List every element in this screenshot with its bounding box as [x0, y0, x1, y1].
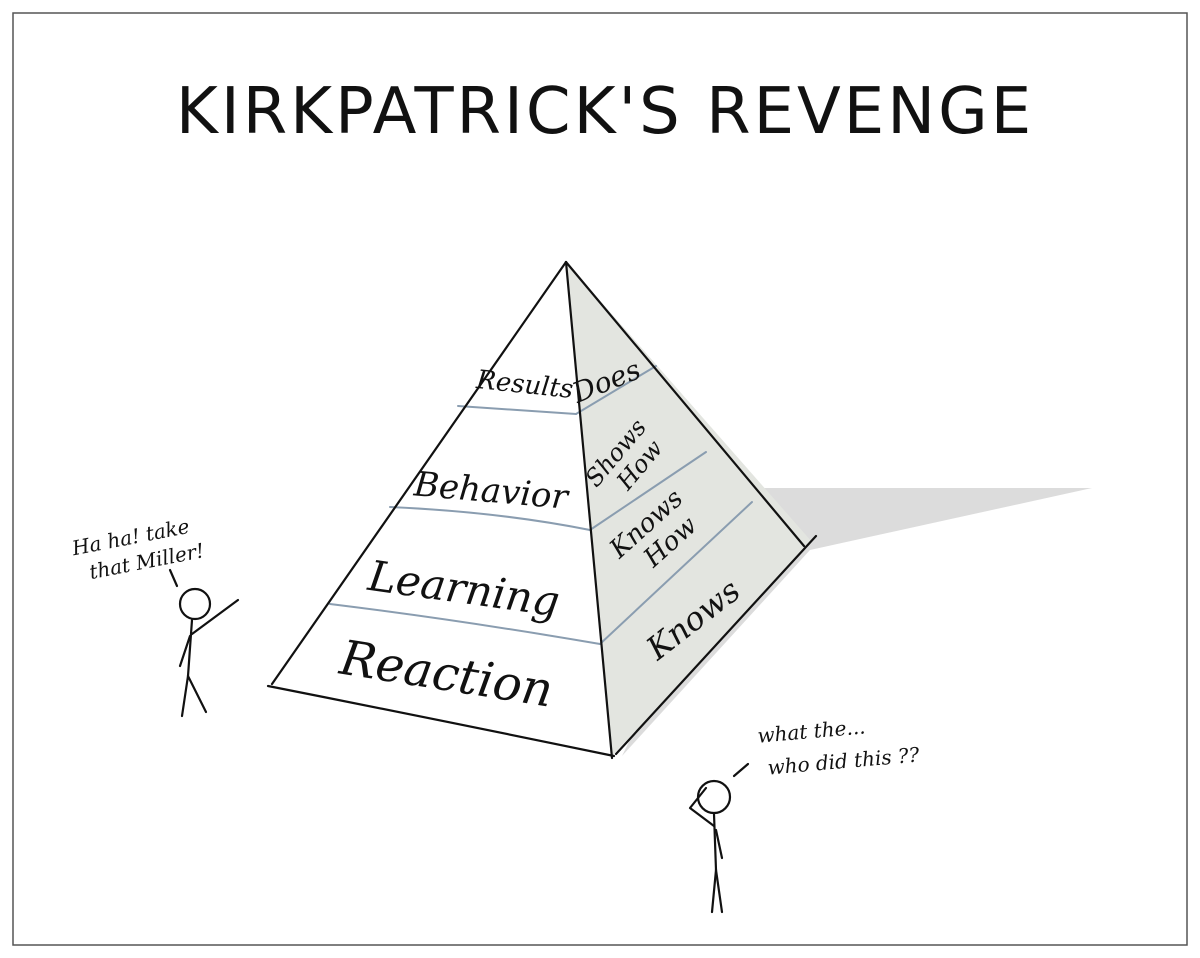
right-figure-leg-left — [710, 868, 718, 914]
left-figure-leg-left — [180, 674, 190, 718]
right-figure-leg-right — [714, 868, 724, 914]
side-divider-3 — [599, 501, 753, 645]
pyramid-base-side — [614, 534, 818, 756]
side-divider-1 — [575, 365, 657, 415]
pyramid-side-face — [566, 262, 812, 756]
side-divider-2 — [589, 451, 707, 531]
right-speech-tick — [732, 762, 750, 778]
stick-figure-left — [168, 568, 240, 718]
left-figure-arm-left — [178, 634, 192, 668]
left-speech-tick — [168, 568, 179, 588]
left-figure-leg-right — [186, 674, 208, 714]
right-figure-body — [712, 812, 718, 872]
left-figure-arm-right — [190, 598, 240, 636]
comic-title: KIRKPATRICK'S REVENGE — [176, 75, 1034, 149]
front-divider-3 — [329, 603, 601, 645]
front-divider-2 — [389, 506, 591, 531]
front-divider-1 — [457, 405, 577, 415]
stick-figure-right — [688, 762, 750, 914]
pyramid-base-front — [266, 684, 616, 758]
left-figure-head — [178, 587, 212, 621]
right-figure-arm-down — [714, 828, 724, 860]
pyramid-center-edge — [564, 260, 614, 760]
right-figure-arm-scratching — [688, 786, 716, 828]
pyramid-left-edge — [270, 260, 568, 686]
pyramid-right-edge — [564, 260, 806, 548]
left-figure-body — [186, 618, 194, 678]
